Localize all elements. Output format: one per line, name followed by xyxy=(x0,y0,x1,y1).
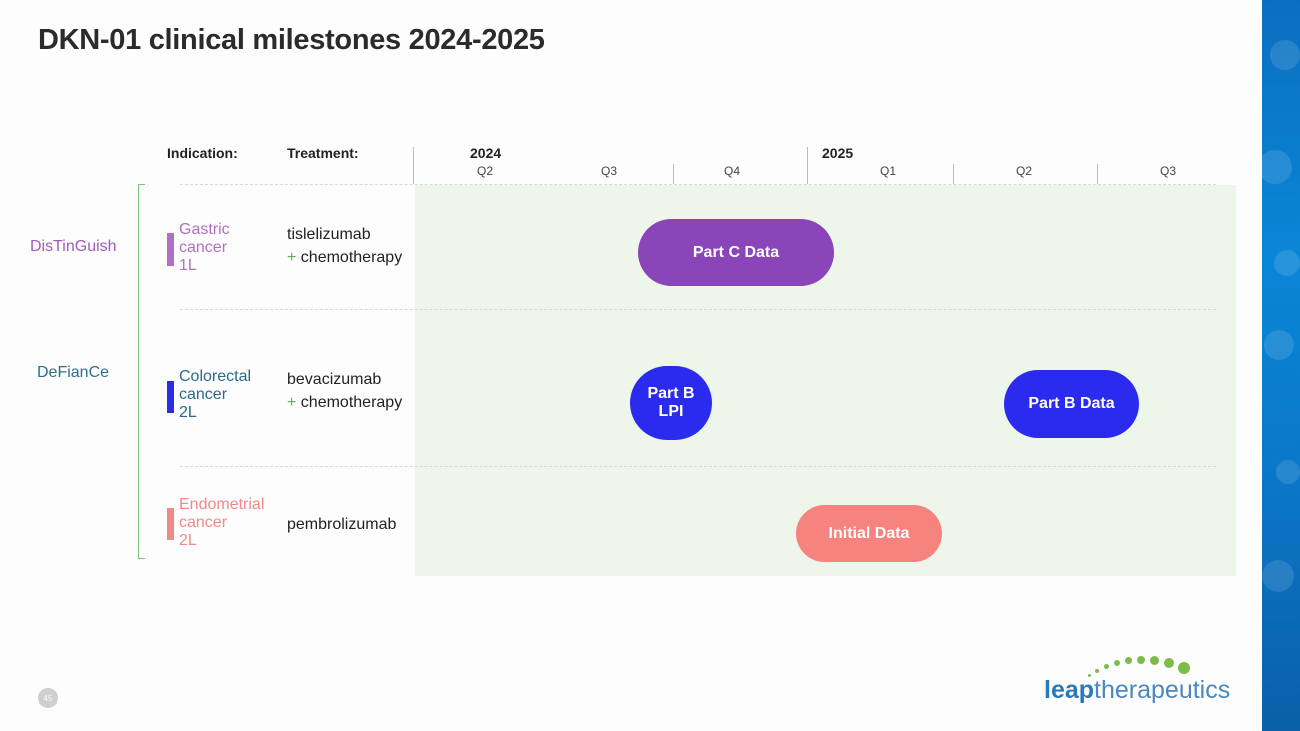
row-divider xyxy=(180,309,1216,310)
milestone-part-b-data: Part B Data xyxy=(1004,370,1139,438)
year-2024: 2024 xyxy=(470,145,502,161)
row-divider xyxy=(180,466,1216,467)
indication-header: Indication: xyxy=(167,145,238,161)
indication-endometrial: Endometrial cancer 2L xyxy=(179,496,265,549)
milestone-part-b-lpi: Part B LPI xyxy=(630,366,712,440)
slide: DKN-01 clinical milestones 2024-2025 Ind… xyxy=(30,24,1236,708)
quarter-label: Q2 xyxy=(1015,164,1033,178)
timeline-start-divider xyxy=(413,147,414,184)
indication-gastric: Gastric cancer 1L xyxy=(179,221,230,274)
treatment-header: Treatment: xyxy=(287,145,359,161)
page-title: DKN-01 clinical milestones 2024-2025 xyxy=(38,24,545,56)
quarter-divider xyxy=(1097,164,1098,184)
milestone-initial-data: Initial Data xyxy=(796,505,942,562)
quarter-label: Q4 xyxy=(723,164,741,178)
decorative-side-panel xyxy=(1262,0,1300,731)
indication-color-bar xyxy=(167,508,174,540)
quarter-label: Q1 xyxy=(879,164,897,178)
quarter-label: Q3 xyxy=(600,164,618,178)
indication-color-bar xyxy=(167,381,174,413)
trial-distinguish: DisTinGuish xyxy=(30,238,117,255)
row-divider xyxy=(180,184,1216,185)
quarter-label: Q3 xyxy=(1159,164,1177,178)
treatment-endometrial: pembrolizumab xyxy=(287,516,397,533)
quarter-label: Q2 xyxy=(476,164,494,178)
indication-colorectal: Colorectal cancer 2L xyxy=(179,368,252,421)
page-number: 45 xyxy=(38,688,58,708)
quarter-divider xyxy=(673,164,674,184)
treatment-colorectal: bevacizumab + chemotherapy xyxy=(287,371,403,411)
year-divider xyxy=(807,147,808,184)
milestone-part-c-data: Part C Data xyxy=(638,219,834,286)
trial-defiance: DeFianCe xyxy=(37,364,110,381)
company-logo: leaptherapeutics xyxy=(1044,654,1230,704)
trial-bracket xyxy=(138,184,145,559)
year-2025: 2025 xyxy=(822,145,854,161)
indication-color-bar xyxy=(167,233,174,266)
quarter-divider xyxy=(953,164,954,184)
treatment-gastric: tislelizumab + chemotherapy xyxy=(287,226,403,266)
